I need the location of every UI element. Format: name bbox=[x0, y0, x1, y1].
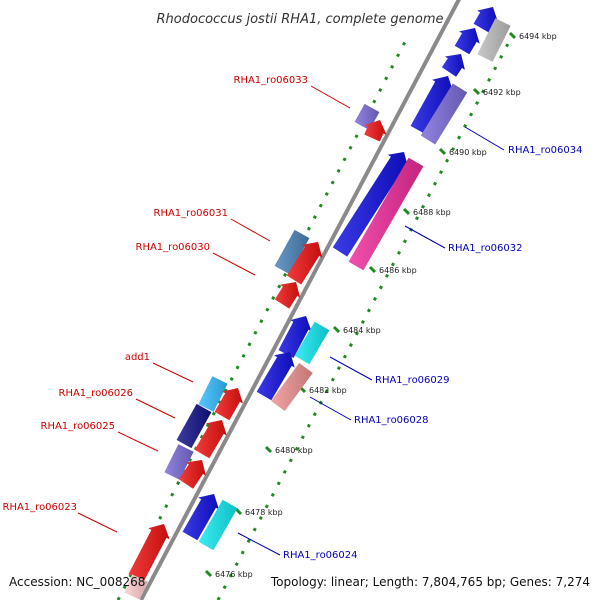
gene-layer bbox=[124, 7, 511, 600]
gene-box-cyan[interactable] bbox=[198, 499, 238, 551]
axis-tick: 6490 kbp bbox=[438, 147, 487, 157]
gene-label-text[interactable]: RHA1_ro06028 bbox=[354, 415, 429, 426]
gene-label-text[interactable]: add1 bbox=[125, 352, 150, 363]
tick-label: 6486 kbp bbox=[379, 266, 417, 275]
gene-label-text[interactable]: RHA1_ro06031 bbox=[154, 208, 229, 219]
gene-label-text[interactable]: RHA1_ro06030 bbox=[136, 242, 211, 253]
genome-summary-text: Topology: linear; Length: 7,804,765 bp; … bbox=[270, 575, 590, 589]
leader-line bbox=[117, 431, 159, 452]
leader-line bbox=[309, 396, 352, 421]
gene-label-add1[interactable]: add1 bbox=[125, 352, 194, 383]
axis-tick: 6492 kbp bbox=[472, 87, 521, 97]
gene-box-steelblue[interactable] bbox=[274, 229, 310, 275]
gene-arrow-blue[interactable] bbox=[278, 316, 312, 358]
tick-label: 6476 kbp bbox=[215, 570, 253, 579]
gene-arrow-blue[interactable] bbox=[410, 76, 454, 135]
axis-tick: 6484 kbp bbox=[332, 325, 381, 335]
gene-box-pink[interactable] bbox=[271, 363, 313, 411]
gene-arrow-red[interactable] bbox=[274, 282, 301, 309]
gene-arrow-blue[interactable] bbox=[182, 494, 219, 541]
axis-tick: 6482 kbp bbox=[298, 385, 347, 395]
leader-line bbox=[404, 225, 446, 249]
gene-box-purple[interactable] bbox=[164, 444, 194, 480]
gene-label-rha1-ro06026[interactable]: RHA1_ro06026 bbox=[59, 388, 176, 419]
gene-label-rha1-ro06030[interactable]: RHA1_ro06030 bbox=[136, 242, 256, 276]
gene-arrow-blue[interactable] bbox=[256, 352, 295, 401]
tick-label: 6478 kbp bbox=[245, 508, 283, 517]
leader-line bbox=[237, 532, 281, 556]
gene-label-rha1-ro06033[interactable]: RHA1_ro06033 bbox=[234, 75, 351, 109]
gene-box-purple[interactable] bbox=[420, 83, 468, 145]
gene-label-rha1-ro06029[interactable]: RHA1_ro06029 bbox=[329, 356, 450, 386]
gene-arrow-red[interactable] bbox=[286, 242, 323, 285]
gene-box-lightpink[interactable] bbox=[124, 574, 148, 600]
leader-line bbox=[135, 398, 176, 419]
gene-arrow-red[interactable] bbox=[128, 524, 170, 582]
gene-label-text[interactable]: RHA1_ro06029 bbox=[375, 375, 450, 386]
gene-label-rha1-ro06031[interactable]: RHA1_ro06031 bbox=[154, 208, 271, 242]
gene-label-rha1-ro06028[interactable]: RHA1_ro06028 bbox=[309, 396, 429, 426]
tick-label: 6494 kbp bbox=[519, 32, 557, 41]
tick-layer: 6494 kbp 6492 kbp 6490 kbp 6488 kbp 6486 kbp… bbox=[204, 31, 557, 579]
gene-label-rha1-ro06025[interactable]: RHA1_ro06025 bbox=[41, 421, 159, 452]
gene-label-text[interactable]: RHA1_ro06023 bbox=[3, 502, 78, 513]
left-dotted-track bbox=[116, 35, 410, 600]
tick-label: 6492 kbp bbox=[483, 88, 521, 97]
accession-text: Accession: NC_008268 bbox=[9, 575, 145, 589]
gene-arrow-blue[interactable] bbox=[441, 54, 465, 77]
right-dotted-track bbox=[216, 35, 514, 600]
leader-line bbox=[212, 252, 256, 276]
gene-label-text[interactable]: RHA1_ro06026 bbox=[59, 388, 134, 399]
genome-backbone bbox=[139, 0, 461, 600]
gene-arrow-red[interactable] bbox=[178, 460, 206, 489]
label-layer: RHA1_ro06033RHA1_ro06034RHA1_ro06031RHA1… bbox=[3, 75, 583, 561]
gene-arrow-blue[interactable] bbox=[454, 28, 480, 55]
gene-label-rha1-ro06024[interactable]: RHA1_ro06024 bbox=[237, 532, 358, 561]
axis-tick: 6488 kbp bbox=[402, 207, 451, 217]
gene-label-text[interactable]: RHA1_ro06034 bbox=[508, 145, 583, 156]
gene-box-grey[interactable] bbox=[477, 18, 511, 62]
gene-arrow-red[interactable] bbox=[364, 120, 387, 142]
gene-box-cyan[interactable] bbox=[294, 321, 330, 365]
gene-arrow-red[interactable] bbox=[194, 420, 227, 459]
gene-arrow-blue[interactable] bbox=[332, 152, 409, 257]
gene-label-rha1-ro06034[interactable]: RHA1_ro06034 bbox=[464, 126, 583, 156]
tick-label: 6482 kbp bbox=[309, 386, 347, 395]
gene-box-magenta[interactable] bbox=[348, 157, 424, 271]
axis-tick: 6478 kbp bbox=[234, 507, 283, 517]
gene-label-rha1-ro06032[interactable]: RHA1_ro06032 bbox=[404, 225, 523, 254]
tick-label: 6490 kbp bbox=[449, 148, 487, 157]
gene-arrow-red[interactable] bbox=[214, 388, 243, 421]
gene-label-text[interactable]: RHA1_ro06033 bbox=[234, 75, 309, 86]
leader-line bbox=[310, 85, 351, 109]
gene-label-text[interactable]: RHA1_ro06024 bbox=[283, 550, 358, 561]
tick-label: 6484 kbp bbox=[343, 326, 381, 335]
gene-box-skyblue[interactable] bbox=[198, 376, 228, 412]
map-title: Rhodococcus jostii RHA1, complete genome bbox=[157, 12, 444, 27]
leader-line bbox=[77, 512, 118, 533]
axis-tick: 6476 kbp bbox=[204, 569, 253, 579]
gene-box-navy[interactable] bbox=[176, 403, 212, 449]
gene-label-rha1-ro06023[interactable]: RHA1_ro06023 bbox=[3, 502, 118, 533]
leader-line bbox=[464, 126, 505, 151]
gene-box-purple[interactable] bbox=[354, 103, 380, 131]
tick-label: 6480 kbp bbox=[275, 446, 313, 455]
leader-line bbox=[329, 356, 373, 381]
tick-label: 6488 kbp bbox=[413, 208, 451, 217]
axis-tick: 6494 kbp bbox=[508, 31, 557, 41]
leader-line bbox=[152, 362, 194, 383]
leader-line bbox=[230, 218, 271, 242]
axis-tick: 6486 kbp bbox=[368, 265, 417, 275]
gene-label-text[interactable]: RHA1_ro06032 bbox=[448, 243, 523, 254]
gene-label-text[interactable]: RHA1_ro06025 bbox=[41, 421, 116, 432]
axis-tick: 6480 kbp bbox=[264, 445, 313, 455]
